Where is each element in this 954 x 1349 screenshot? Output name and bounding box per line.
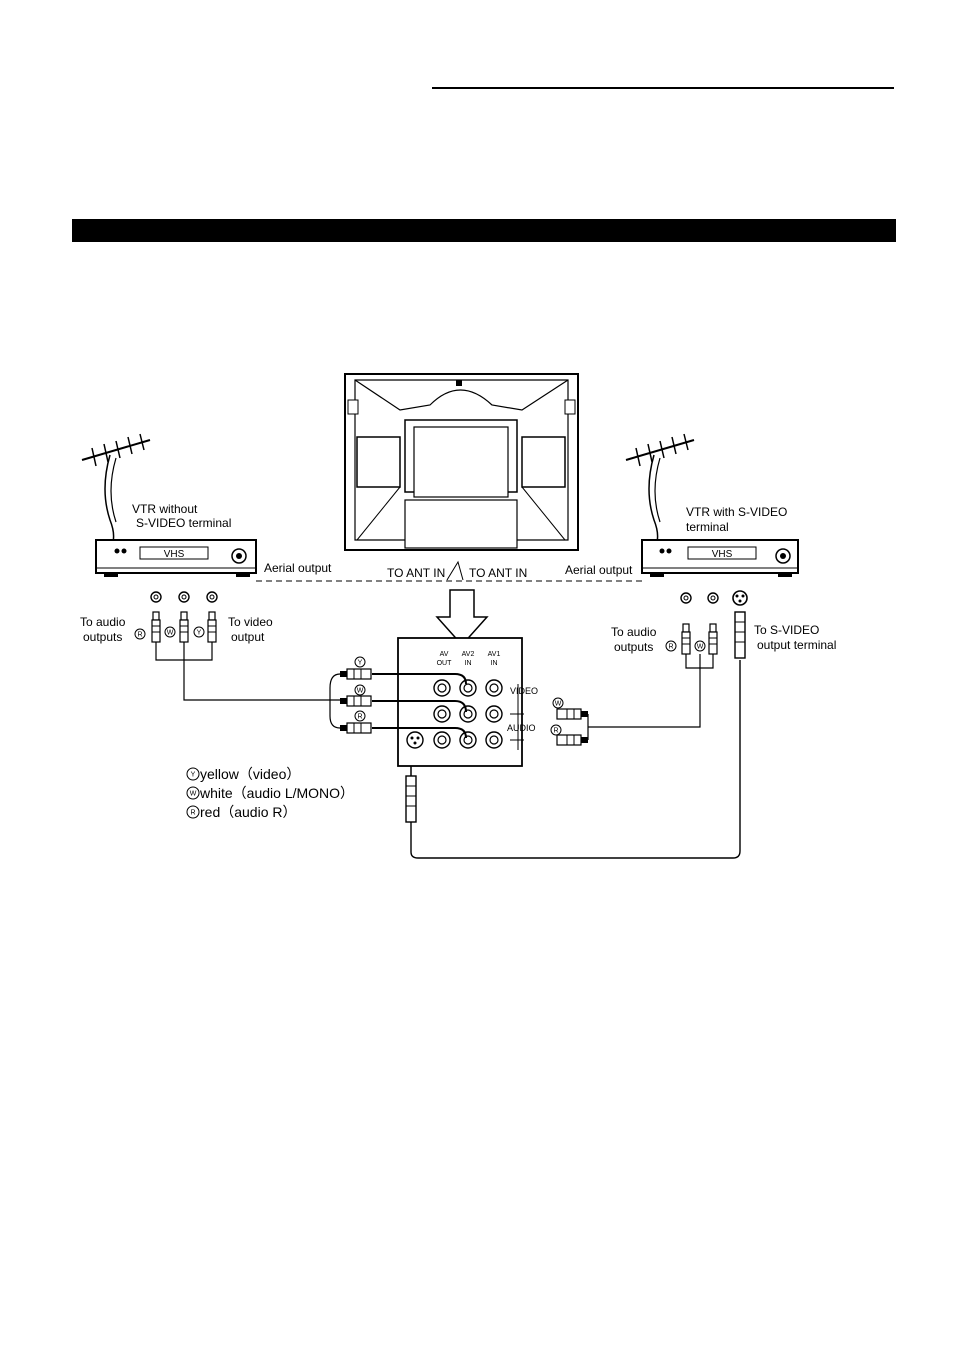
to-audio-outputs-left-2: outputs bbox=[83, 630, 122, 644]
col-av-out-2: OUT bbox=[437, 660, 453, 667]
to-svideo-output-1: To S-VIDEO bbox=[754, 623, 819, 637]
aerial-output-left: Aerial output bbox=[264, 561, 332, 575]
aerial-output-right: Aerial output bbox=[565, 563, 633, 577]
col-av2-in-1: AV2 bbox=[462, 651, 475, 658]
section-title-bar bbox=[72, 219, 896, 242]
legend-mark-w: W bbox=[190, 791, 197, 798]
legend-red: red（audio R） bbox=[200, 804, 297, 820]
plug-r-mark: R bbox=[137, 632, 142, 639]
plug-r-mark-right: R bbox=[668, 644, 673, 651]
panel-plug-r-mark: R bbox=[357, 714, 362, 721]
to-video-output-2: output bbox=[231, 630, 265, 644]
panel-plug-y-mark: Y bbox=[358, 660, 363, 667]
plug-y-mark: Y bbox=[197, 630, 202, 637]
to-audio-outputs-left-1: To audio bbox=[80, 615, 126, 629]
vtr-right: VHS bbox=[625, 433, 799, 659]
vtr-left-label-1: VTR without bbox=[132, 502, 198, 516]
vhs-label-right: VHS bbox=[712, 549, 733, 560]
legend-white: white（audio L/MONO） bbox=[199, 785, 354, 801]
color-legend: Y yellow（video） W white（audio L/MONO） R … bbox=[186, 766, 354, 820]
video-label: VIDEO bbox=[510, 686, 538, 696]
col-av1-in-1: AV1 bbox=[488, 651, 501, 658]
plug-w-mark-right: W bbox=[697, 644, 704, 651]
panel-plug-r-right: R bbox=[553, 728, 558, 735]
panel-plug-w-right: W bbox=[555, 701, 562, 708]
to-audio-outputs-right-1: To audio bbox=[611, 625, 657, 639]
to-video-output-1: To video bbox=[228, 615, 273, 629]
vtr-right-label-2: terminal bbox=[686, 520, 729, 534]
vtr-left-label-2: S-VIDEO terminal bbox=[136, 516, 231, 530]
legend-mark-r: R bbox=[190, 810, 195, 817]
vtr-left: VHS bbox=[81, 433, 257, 643]
to-audio-outputs-right-2: outputs bbox=[614, 640, 653, 654]
vtr-right-label-1: VTR with S-VIDEO bbox=[686, 505, 787, 519]
vhs-label-left: VHS bbox=[164, 549, 185, 560]
panel-plug-w-mark: W bbox=[357, 688, 364, 695]
col-av1-in-2: IN bbox=[491, 660, 498, 667]
col-av2-in-2: IN bbox=[465, 660, 472, 667]
audio-label: AUDIO bbox=[507, 723, 536, 733]
legend-mark-y: Y bbox=[191, 772, 196, 779]
to-ant-in-right: TO ANT IN bbox=[469, 566, 527, 580]
tv-rear bbox=[344, 373, 579, 551]
zoom-arrow bbox=[435, 589, 489, 647]
to-ant-in-left: TO ANT IN bbox=[387, 566, 445, 580]
legend-yellow: yellow（video） bbox=[200, 766, 300, 782]
plug-w-mark: W bbox=[167, 630, 174, 637]
col-av-out-1: AV bbox=[440, 651, 449, 658]
header-rule bbox=[432, 87, 894, 89]
to-svideo-output-2: output terminal bbox=[757, 638, 836, 652]
